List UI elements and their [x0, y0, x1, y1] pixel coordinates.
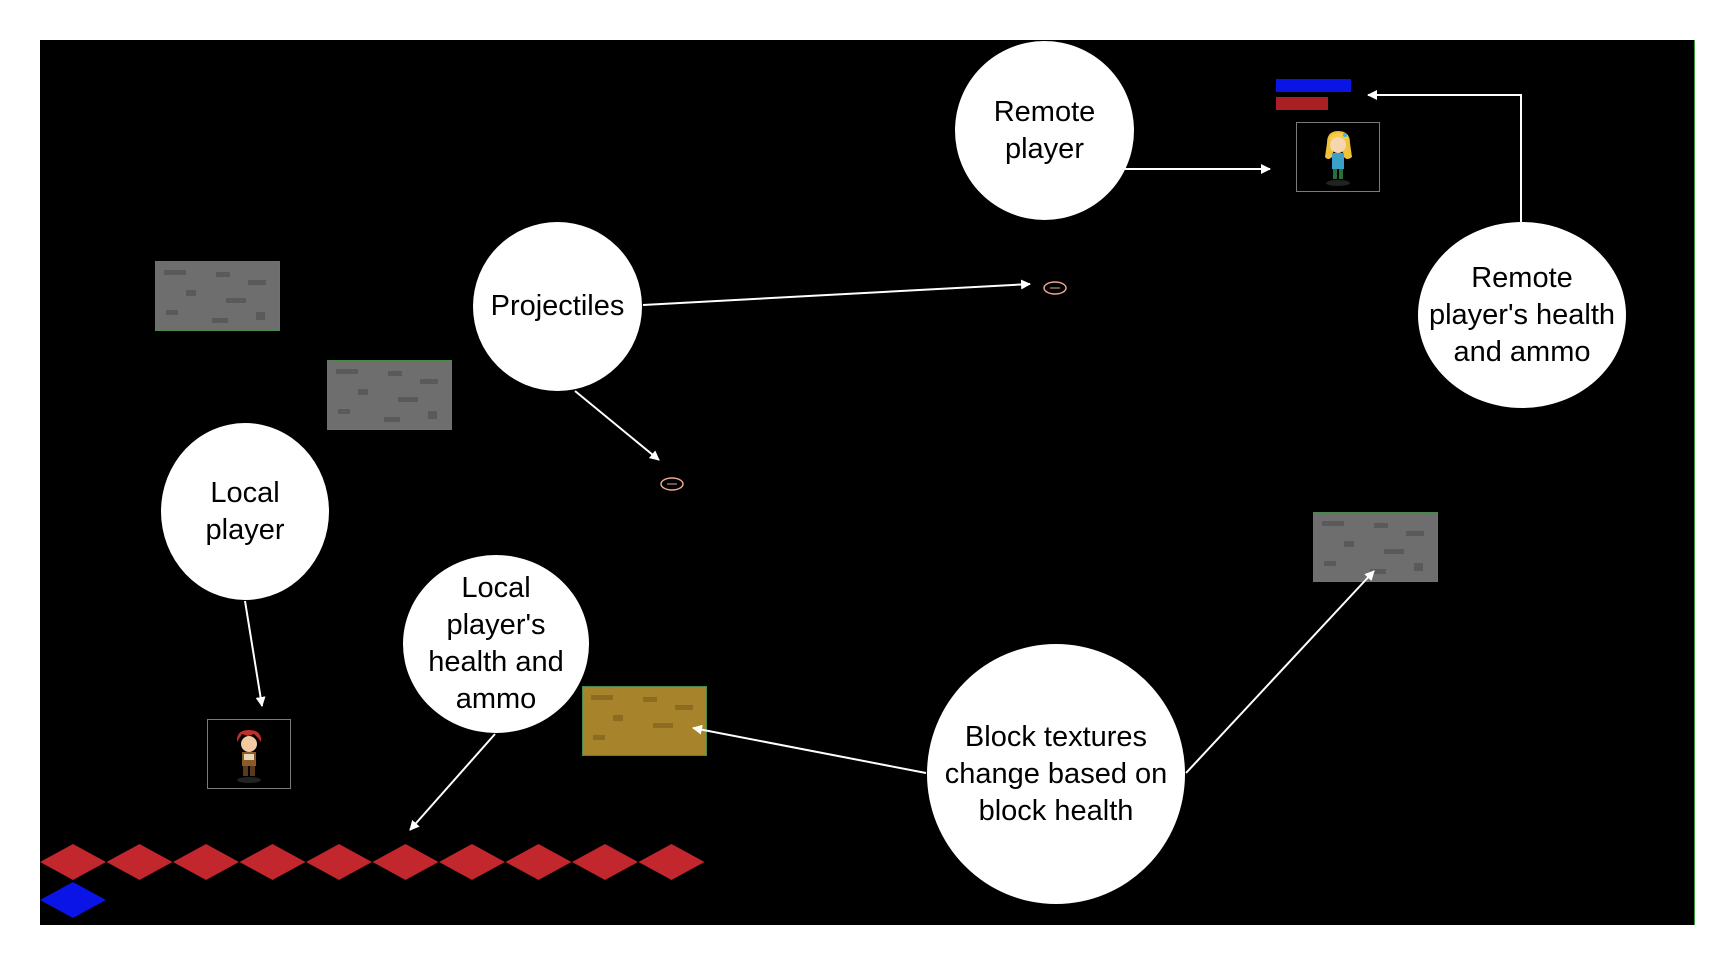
callout-block-textures: Block textures change based on block hea… — [927, 644, 1185, 904]
health-diamond — [106, 844, 173, 880]
callout-projectiles: Projectiles — [473, 222, 642, 391]
health-diamond — [173, 844, 239, 880]
callout-remote-health-ammo: Remote player's health and ammo — [1418, 222, 1626, 408]
health-diamond — [40, 844, 106, 880]
arrow — [409, 733, 496, 831]
callout-local-health-ammo: Local player's health and ammo — [403, 555, 589, 733]
health-diamond — [239, 844, 306, 880]
callout-local-player: Local player — [161, 423, 329, 600]
health-diamond — [372, 844, 439, 880]
ammo-diamond — [40, 882, 106, 918]
stone-block — [155, 261, 280, 331]
health-diamond — [572, 844, 638, 880]
local-player-sprite — [207, 719, 291, 789]
health-diamond — [306, 844, 372, 880]
arrow — [244, 600, 266, 707]
remote-ammo-bar — [1276, 79, 1351, 92]
health-diamond — [638, 844, 705, 880]
health-diamond — [439, 844, 505, 880]
arrow — [692, 724, 927, 774]
callout-remote-player: Remote player — [955, 41, 1134, 220]
local-ammo-bar — [40, 882, 106, 918]
stone-block — [327, 360, 452, 430]
projectile — [1043, 281, 1067, 295]
arrow — [574, 390, 660, 461]
damaged-dirt-block — [582, 686, 707, 756]
arrow — [1185, 570, 1375, 774]
projectile — [660, 477, 684, 491]
health-diamond — [505, 844, 572, 880]
arrow — [1367, 90, 1522, 222]
arrow — [642, 279, 1031, 306]
remote-health-bar — [1276, 97, 1328, 110]
remote-player-sprite — [1296, 122, 1380, 192]
local-health-bar — [40, 844, 705, 880]
stone-block — [1313, 512, 1438, 582]
